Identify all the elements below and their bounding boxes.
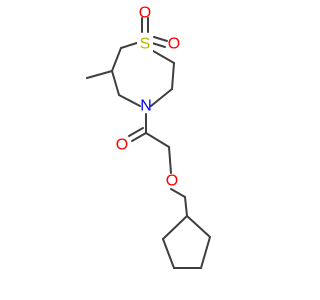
sulfonyl-double-bonds — [141, 17, 168, 48]
bond-s-o-right-b — [151, 42, 166, 48]
bond-n-c5 — [118, 94, 141, 107]
bond-cp-5 — [162, 215, 188, 240]
bond-cp-4 — [162, 238, 175, 269]
carbonyl-double-bond — [128, 127, 147, 142]
bond-ch2-o — [168, 146, 172, 174]
bond-s-o-right-a — [153, 36, 168, 42]
sulfonyl-oxygen-right-label: O — [168, 36, 180, 53]
ether-oxygen-label: O — [166, 173, 178, 190]
molecule-canvas: S O O N O O — [86, 4, 211, 269]
bond-cp-2 — [200, 236, 211, 269]
bond-c5-c6 — [111, 70, 120, 96]
sulfur-label: S — [140, 36, 151, 53]
sulfonyl-oxygen-top-label: O — [139, 5, 151, 22]
bond-o-ch2 — [170, 188, 186, 198]
carbonyl-oxygen-label: O — [116, 137, 128, 154]
ring-nitrogen-label: N — [140, 98, 152, 115]
bond-c-o-a — [131, 132, 147, 142]
bond-methyl — [86, 70, 113, 79]
bond-c-ch2 — [145, 132, 170, 148]
bond-c7-s — [120, 41, 141, 49]
bond-ch2-cyclopentyl — [184, 196, 188, 217]
bond-c-o-b — [128, 127, 144, 137]
cyclopentane-ring — [162, 215, 211, 269]
structure-diagram: S O O N O O — [86, 5, 211, 269]
bond-cp-1 — [186, 215, 211, 238]
bond-c2-c3 — [171, 62, 175, 90]
bond-c6-c7 — [111, 47, 122, 72]
bond-c3-n — [150, 88, 173, 107]
ring-bonds — [111, 41, 175, 107]
atom-labels: S O O N O O — [116, 5, 180, 190]
